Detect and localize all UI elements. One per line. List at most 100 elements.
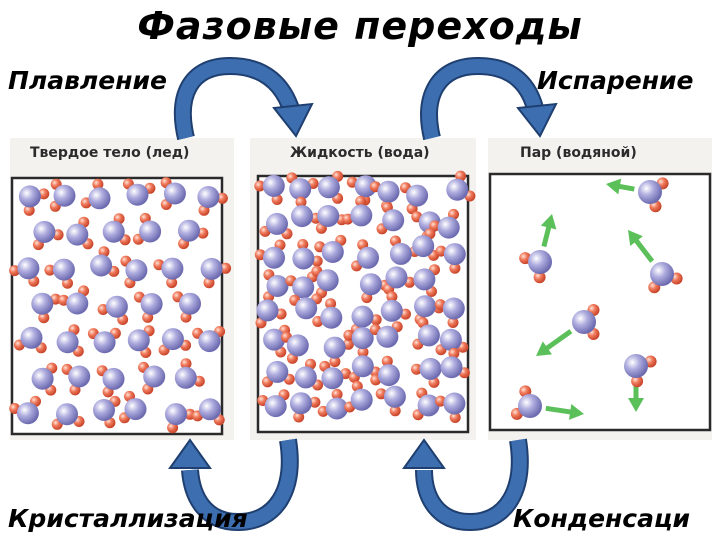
hydrogen-atom [449, 262, 461, 274]
oxygen-atom [56, 403, 78, 426]
oxygen-atom [53, 184, 76, 207]
oxygen-atom [412, 235, 435, 258]
oxygen-atom [198, 330, 221, 353]
oxygen-atom [139, 220, 162, 243]
hydrogen-atom [381, 355, 393, 367]
oxygen-atom [161, 328, 184, 351]
oxygen-atom [317, 176, 340, 199]
hydrogen-atom [297, 239, 309, 250]
hydrogen-atom [180, 358, 192, 370]
oxygen-atom [377, 180, 400, 203]
oxygen-atom [292, 247, 315, 270]
condensation-arrow [402, 438, 529, 532]
gas-molecules [510, 177, 683, 420]
hydrogen-atom [357, 346, 369, 358]
hydrogen-atom [355, 195, 367, 207]
oxygen-atom [291, 205, 313, 228]
hydrogen-atom [38, 188, 50, 200]
oxygen-atom [443, 243, 466, 266]
hydrogen-atom [435, 395, 447, 407]
oxygen-atom [163, 182, 186, 205]
hydrogen-atom [197, 227, 209, 239]
oxygen-atom [52, 258, 75, 281]
oxygen-atom [292, 276, 315, 299]
melting-label: Плавление [8, 66, 167, 95]
oxygen-atom [638, 180, 662, 204]
hydrogen-atom [295, 196, 307, 208]
oxygen-atom [286, 334, 309, 357]
oxygen-atom [357, 246, 379, 269]
hydrogen-atom [449, 412, 461, 423]
oxygen-atom [351, 327, 374, 350]
oxygen-atom [105, 295, 128, 318]
oxygen-atom [102, 367, 125, 390]
liquid-panel-title: Жидкость (вода) [290, 145, 430, 161]
oxygen-atom [376, 325, 399, 348]
liquid-molecules [254, 170, 476, 423]
evaporation-label: Испарение [537, 66, 694, 95]
oxygen-atom [295, 297, 318, 320]
oxygen-atom [264, 395, 287, 418]
page-title: Фазовые переходы [137, 4, 583, 48]
oxygen-atom [263, 246, 285, 269]
crystallization-arrow [168, 438, 299, 532]
condensation-label: Конденсаци [513, 504, 691, 533]
hydrogen-atom [448, 347, 460, 359]
oxygen-atom [66, 292, 89, 315]
oxygen-atom [289, 178, 312, 201]
oxygen-atom [413, 268, 436, 291]
oxygen-atom [266, 275, 289, 297]
hydrogen-atom [389, 405, 401, 417]
hydrogen-atom [9, 265, 21, 277]
oxygen-atom [294, 366, 317, 389]
motion-arrow-head [628, 230, 643, 246]
oxygen-atom [350, 388, 373, 411]
hydrogen-atom [38, 312, 50, 324]
oxygen-atom [414, 295, 436, 318]
oxygen-atom [439, 328, 462, 351]
oxygen-atom [440, 356, 463, 379]
oxygen-atom [90, 254, 113, 277]
oxygen-atom [88, 187, 111, 210]
oxygen-atom [289, 392, 312, 415]
hydrogen-atom [343, 329, 355, 341]
oxygen-atom [126, 183, 149, 206]
solid-panel-title: Твердое тело (лед) [30, 145, 190, 161]
melting-arrow [173, 56, 314, 141]
gas-panel-frame [488, 172, 712, 432]
hydrogen-atom [92, 178, 104, 190]
oxygen-atom [93, 399, 115, 421]
oxygen-atom [350, 204, 373, 227]
oxygen-atom [127, 329, 150, 352]
oxygen-atom [316, 269, 339, 292]
hydrogen-atom [311, 255, 323, 267]
oxygen-atom [31, 292, 54, 315]
crystallization-label: Кристаллизация [8, 504, 248, 533]
motion-arrow-head [606, 178, 622, 195]
oxygen-atom [437, 216, 460, 239]
oxygen-atom [93, 331, 116, 354]
oxygen-atom [140, 293, 163, 315]
gas-panel-title: Пар (водяной) [520, 145, 637, 161]
oxygen-atom [20, 326, 43, 349]
hydrogen-atom [293, 411, 305, 423]
oxygen-atom [323, 336, 346, 359]
oxygen-atom [389, 242, 412, 265]
oxygen-atom [321, 241, 344, 263]
hydrogen-atom [447, 317, 459, 328]
oxygen-atom [266, 212, 288, 235]
oxygen-atom [16, 402, 39, 425]
hydrogen-atom [533, 271, 546, 284]
motion-arrow-head [540, 214, 557, 230]
oxygen-atom [178, 219, 200, 242]
oxygen-atom [359, 273, 382, 296]
oxygen-atom [572, 310, 596, 334]
oxygen-atom [179, 292, 201, 315]
oxygen-atom [17, 257, 40, 280]
hydrogen-atom [23, 204, 35, 216]
oxygen-atom [262, 174, 285, 197]
hydrogen-atom [254, 180, 266, 192]
hydrogen-atom [203, 277, 215, 289]
motion-arrow-head [628, 398, 644, 412]
oxygen-atom [380, 299, 403, 322]
